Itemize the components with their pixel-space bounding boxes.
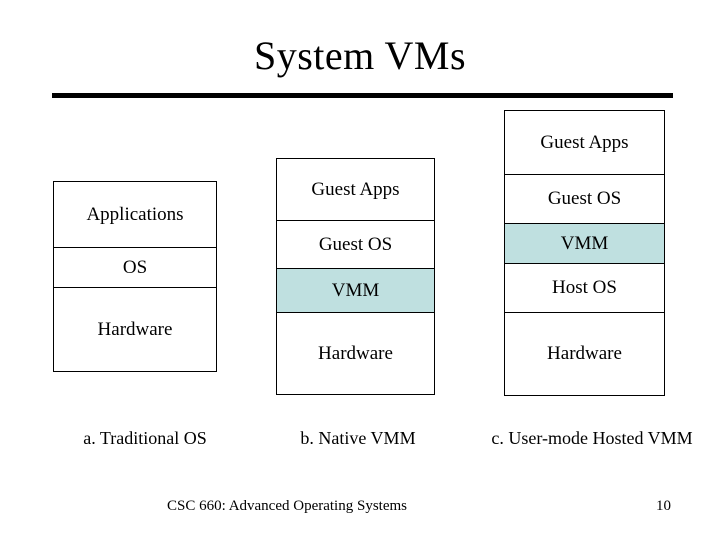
layer-hardware: Hardware bbox=[54, 288, 216, 371]
title-divider bbox=[52, 93, 673, 98]
layer-guest-os: Guest OS bbox=[277, 221, 434, 269]
caption-user-mode-hosted-vmm: c. User-mode Hosted VMM bbox=[491, 428, 693, 448]
caption-native-vmm: b. Native VMM bbox=[300, 428, 416, 448]
diagram-user-mode-hosted-vmm: Guest Apps Guest OS VMM Host OS Hardware bbox=[504, 110, 665, 396]
layer-guest-os: Guest OS bbox=[505, 175, 664, 224]
layer-guest-apps: Guest Apps bbox=[505, 111, 664, 175]
layer-vmm: VMM bbox=[277, 269, 434, 313]
layer-hardware: Hardware bbox=[277, 313, 434, 394]
layer-host-os: Host OS bbox=[505, 264, 664, 313]
slide-title: System VMs bbox=[253, 33, 467, 78]
layer-hardware: Hardware bbox=[505, 313, 664, 395]
layer-vmm: VMM bbox=[505, 224, 664, 264]
layer-applications: Applications bbox=[54, 182, 216, 248]
layer-os: OS bbox=[54, 248, 216, 288]
diagram-traditional-os: Applications OS Hardware bbox=[53, 181, 217, 372]
layer-guest-apps: Guest Apps bbox=[277, 159, 434, 221]
footer-page-number: 10 bbox=[656, 498, 671, 514]
caption-traditional-os: a. Traditional OS bbox=[83, 428, 207, 448]
diagram-native-vmm: Guest Apps Guest OS VMM Hardware bbox=[276, 158, 435, 395]
footer-course: CSC 660: Advanced Operating Systems bbox=[167, 498, 407, 514]
